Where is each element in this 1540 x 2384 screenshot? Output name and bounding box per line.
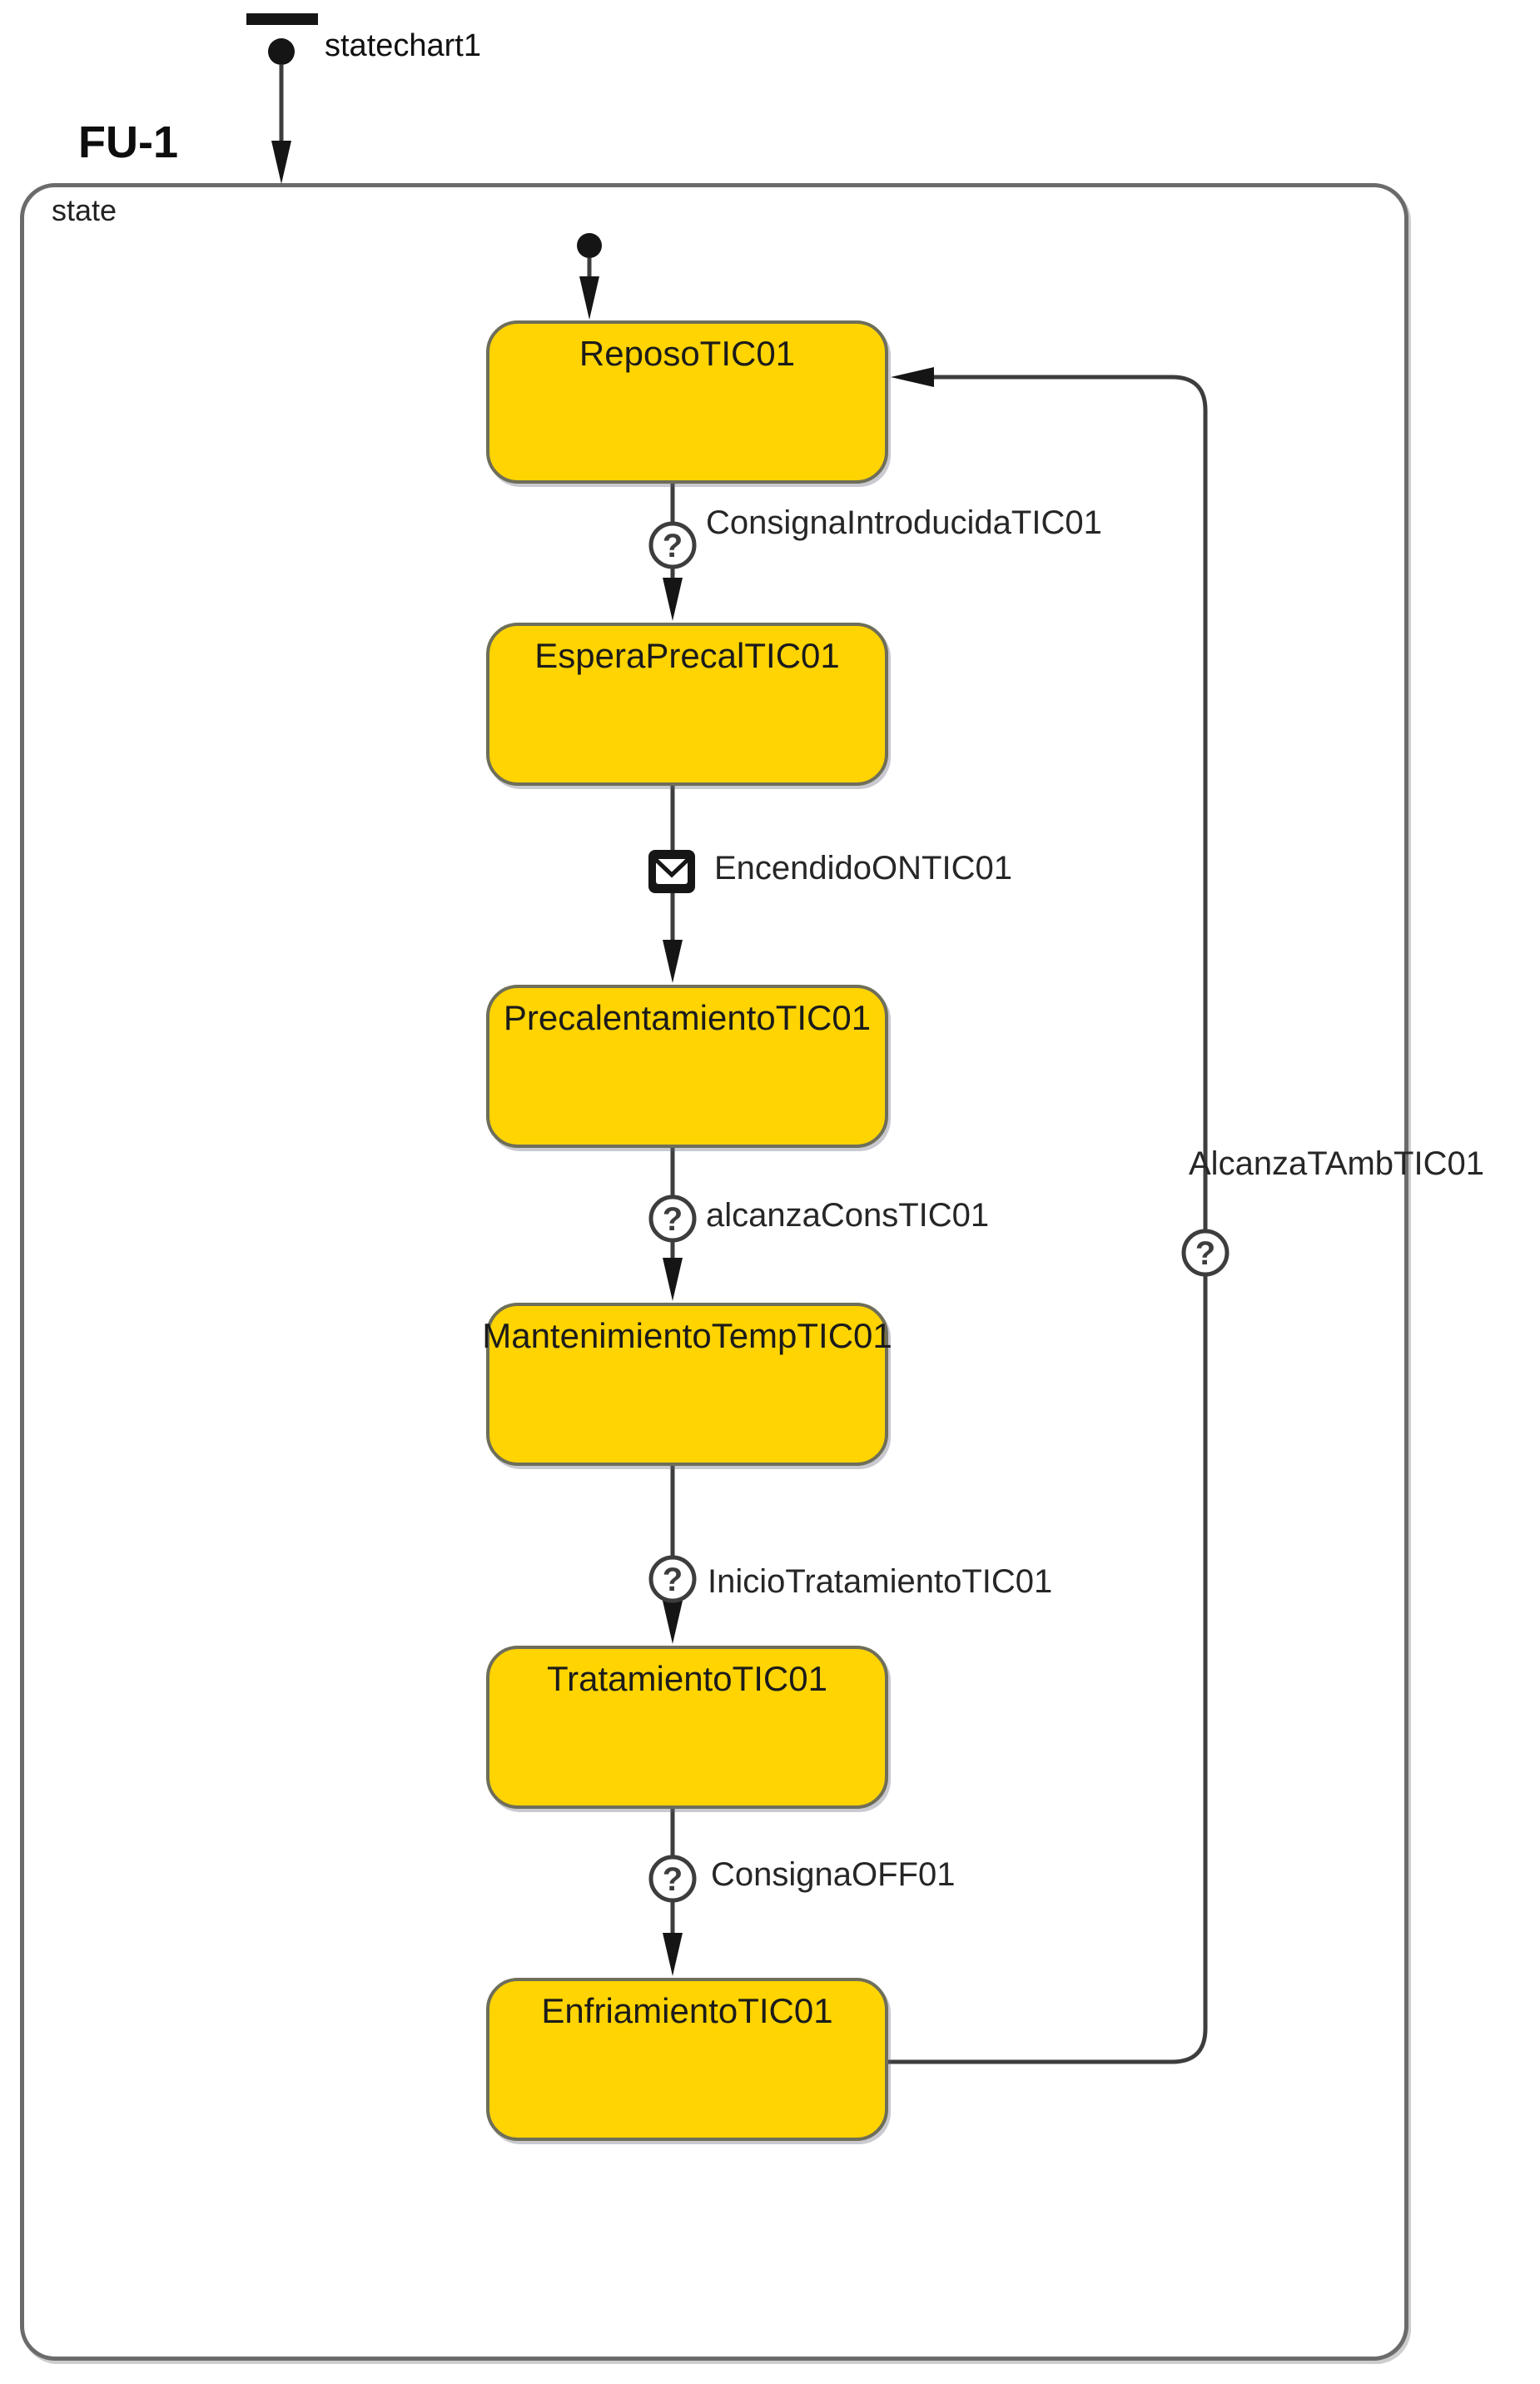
transition-label-consigna-introducida[interactable]: ConsignaIntroducidaTIC01: [706, 504, 1102, 541]
transition-alcanza-cons[interactable]: ?: [648, 1148, 697, 1301]
statechart-entry-point-icon[interactable]: [246, 13, 318, 184]
transition-alcanza-tamb[interactable]: ?: [888, 367, 1230, 2064]
state-name: TratamientoTIC01: [547, 1659, 827, 1698]
agent-title: FU-1: [78, 117, 178, 167]
composite-state-label: state: [52, 193, 117, 227]
transition-label-encendido-on[interactable]: EncendidoONTIC01: [714, 850, 1012, 887]
state-enfriamiento[interactable]: EnfriamientoTIC01: [486, 1978, 888, 2141]
statechart-entry-label[interactable]: statechart1: [325, 28, 481, 63]
transition-label-alcanza-cons[interactable]: alcanzaConsTIC01: [706, 1197, 990, 1234]
state-name: PrecalentamientoTIC01: [503, 998, 872, 1037]
state-reposo[interactable]: ReposoTIC01: [486, 320, 888, 484]
condition-trigger-icon: ?: [663, 1201, 683, 1238]
condition-trigger-icon: ?: [1195, 1235, 1215, 1272]
state-espera-precal[interactable]: EsperaPrecalTIC01: [486, 623, 888, 786]
transition-consigna-off[interactable]: ?: [648, 1809, 697, 1976]
transition-label-inicio-tratamiento[interactable]: InicioTratamientoTIC01: [708, 1563, 1053, 1600]
condition-trigger-icon: ?: [663, 1861, 683, 1898]
state-name: ReposoTIC01: [579, 334, 796, 373]
state-mantenimiento-temp[interactable]: MantenimientoTempTIC01: [482, 1303, 892, 1466]
transition-consigna-introducida[interactable]: ?: [648, 484, 697, 621]
transition-inicio-tratamiento[interactable]: ?: [648, 1466, 697, 1644]
transition-label-consigna-off[interactable]: ConsignaOFF01: [711, 1856, 956, 1893]
state-name: EnfriamientoTIC01: [541, 1991, 833, 2030]
condition-trigger-icon: ?: [663, 1562, 683, 1598]
condition-trigger-icon: ?: [663, 528, 683, 564]
state-name: MantenimientoTempTIC01: [482, 1316, 892, 1355]
state-tratamiento[interactable]: TratamientoTIC01: [486, 1646, 888, 1809]
state-name: EsperaPrecalTIC01: [534, 636, 840, 675]
message-trigger-icon: [648, 850, 695, 893]
initial-state-pointer-icon[interactable]: [577, 233, 602, 320]
transition-encendido-on[interactable]: [648, 786, 695, 983]
state-precalentamiento[interactable]: PrecalentamientoTIC01: [486, 985, 888, 1148]
transition-label-alcanza-tamb[interactable]: AlcanzaTAmbTIC01: [1189, 1145, 1484, 1182]
